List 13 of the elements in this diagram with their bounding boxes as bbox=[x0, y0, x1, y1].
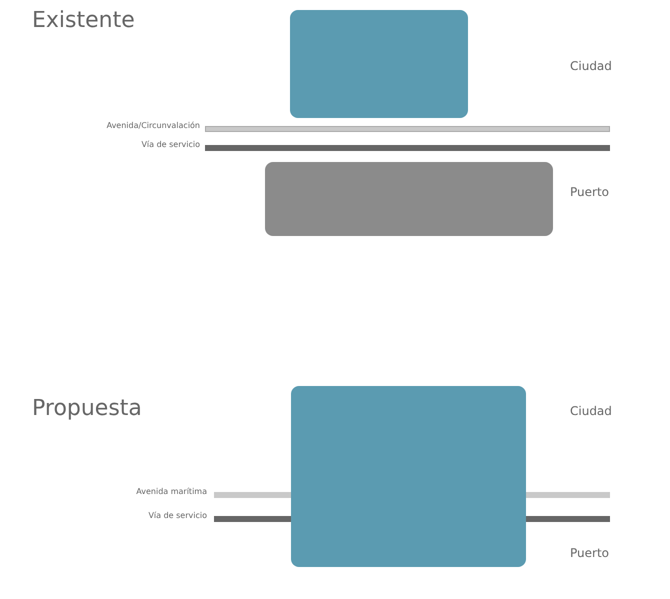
port-block bbox=[265, 162, 553, 236]
section-heading: Existente bbox=[32, 10, 135, 32]
area-label: Puerto bbox=[570, 186, 609, 198]
road-label: Avenida/Circunvalación bbox=[106, 122, 200, 130]
area-label: Puerto bbox=[570, 547, 609, 559]
road-label: Vía de servicio bbox=[148, 512, 207, 520]
road-label: Avenida marítima bbox=[136, 488, 207, 496]
city-block bbox=[291, 386, 526, 567]
area-label: Ciudad bbox=[570, 60, 612, 72]
area-label: Ciudad bbox=[570, 405, 612, 417]
section-heading: Propuesta bbox=[32, 398, 142, 420]
city-block bbox=[290, 10, 468, 118]
road-label: Vía de servicio bbox=[141, 141, 200, 149]
